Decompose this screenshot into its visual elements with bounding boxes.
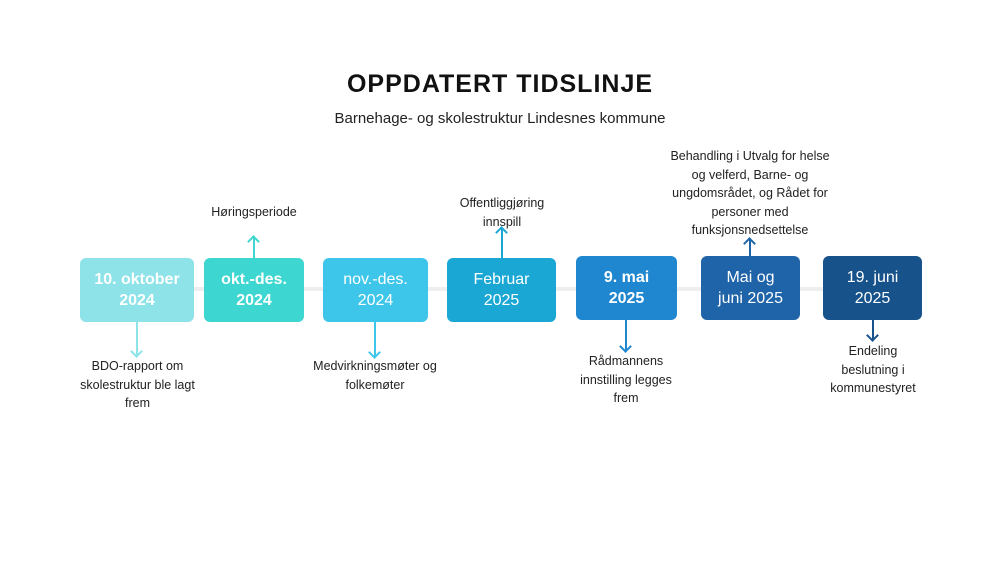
arrow-up-icon	[253, 237, 255, 258]
milestone-year: juni 2025	[718, 290, 783, 307]
arrow-up-icon	[501, 228, 503, 258]
milestone-date: okt.-des.	[221, 271, 287, 288]
milestone-note: Høringsperiode	[211, 205, 297, 219]
page-subtitle: Barnehage- og skolestruktur Lindesnes ko…	[334, 110, 666, 127]
milestone-year: 2025	[483, 292, 520, 309]
milestone-box: 9. mai 2025	[576, 256, 677, 320]
milestone-date: Mai og	[726, 269, 775, 286]
milestone-date: 10. oktober	[94, 271, 180, 288]
milestone-box: nov.-des. 2024	[323, 258, 428, 322]
arrow-down-icon	[136, 322, 138, 356]
milestone-year: 2024	[236, 292, 272, 309]
milestone-box: 19. juni 2025	[823, 256, 922, 320]
milestone-box: Mai og juni 2025	[701, 256, 800, 320]
milestone-note: Rådmannens innstilling legges frem	[580, 354, 672, 405]
milestone-note: Medvirkningsmøter og folkemøter	[313, 359, 437, 392]
milestone-year: 2024	[357, 292, 394, 309]
milestone-year: 2025	[608, 290, 645, 307]
milestone-year: 2024	[119, 292, 155, 309]
milestone-note: Offentliggjøring innspill	[459, 196, 545, 229]
arrow-down-icon	[374, 322, 376, 357]
milestone-note: BDO-rapport om skolestruktur ble lagt fr…	[80, 359, 195, 410]
arrow-up-icon	[749, 239, 751, 256]
milestone-note: Endeling beslutning i kommunestyret	[830, 344, 916, 395]
arrow-down-icon	[872, 320, 874, 340]
milestone-year: 2025	[854, 290, 891, 307]
page-title: OPPDATERT TIDSLINJE	[346, 70, 654, 98]
arrow-down-icon	[625, 320, 627, 351]
milestone-box: Februar 2025	[447, 258, 556, 322]
milestone-date: nov.-des.	[343, 271, 408, 288]
milestone-date: 9. mai	[603, 269, 650, 286]
milestone-box: okt.-des. 2024	[204, 258, 304, 322]
milestone-date: 19. juni	[846, 269, 899, 286]
milestone-date: Februar	[473, 271, 530, 288]
milestone-box: 10. oktober 2024	[80, 258, 194, 322]
milestone-note: Behandling i Utvalg for helse og velferd…	[670, 149, 830, 237]
